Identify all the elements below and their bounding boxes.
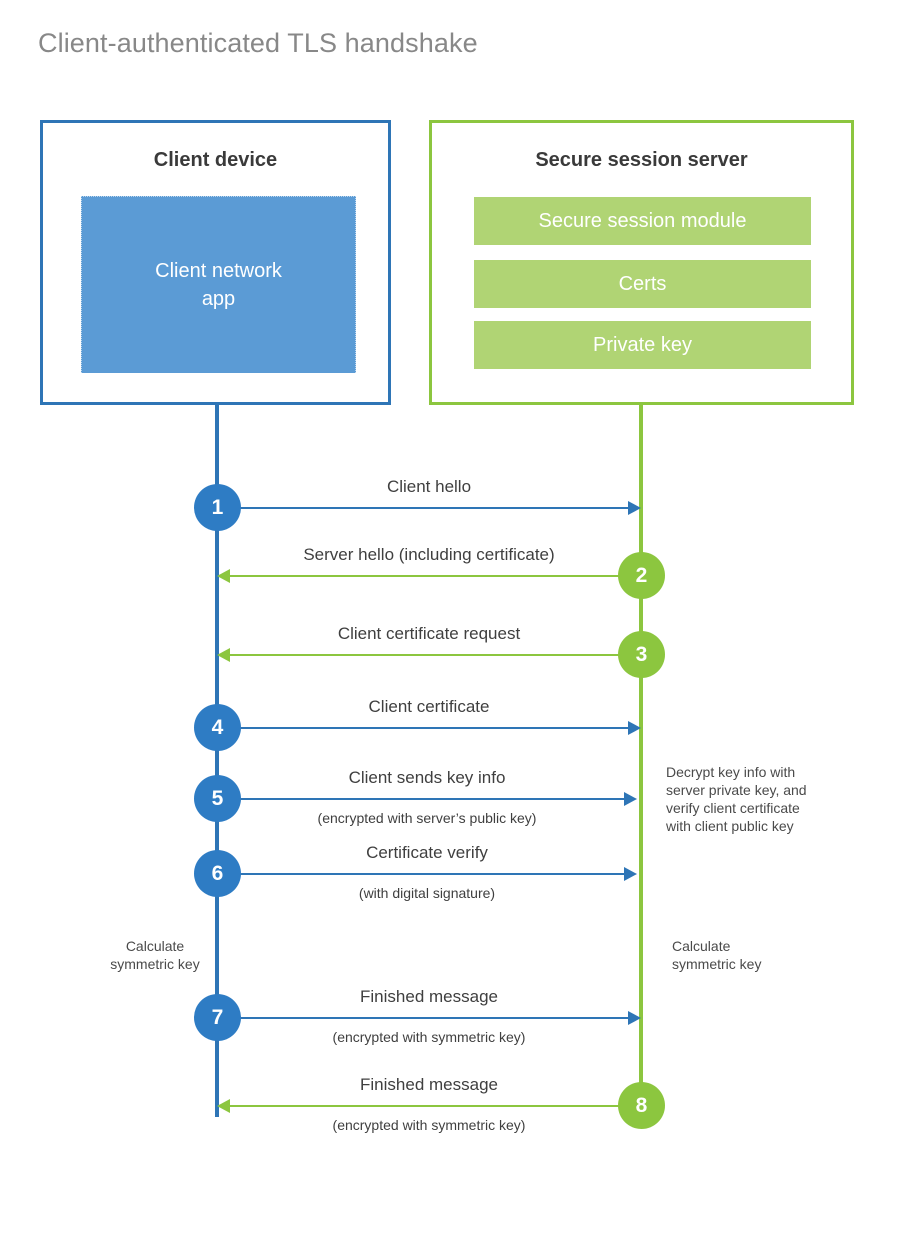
client-lifeline <box>215 405 219 1117</box>
client-device-title: Client device <box>153 149 278 171</box>
message-sublabel-6: (with digital signature) <box>358 885 496 901</box>
message-label-3: Client certificate request <box>337 624 521 643</box>
message-label-6: Certificate verify <box>366 843 488 862</box>
step-number-8[interactable]: 8 <box>618 1082 665 1129</box>
message-label-2: Server hello (including certificate) <box>303 545 555 564</box>
message-sublabel-7: (encrypted with symmetric key) <box>332 1029 526 1045</box>
step-number-1[interactable]: 1 <box>194 484 241 531</box>
client-network-app-label: Client network app <box>155 260 282 310</box>
secure-session-module-block: Secure session module <box>474 197 811 245</box>
certs-label: Certs <box>618 272 667 295</box>
secure-session-server-box: Secure session server Secure session mod… <box>429 120 854 405</box>
message-label-1: Client hello <box>386 477 472 496</box>
step-number-2[interactable]: 2 <box>618 552 665 599</box>
server-decrypt-note: Decrypt key info with server private key… <box>666 764 807 834</box>
step-number-4[interactable]: 4 <box>194 704 241 751</box>
message-label-7: Finished message <box>360 987 498 1006</box>
server-calculate-symmetric-key-note: Calculate symmetric key <box>672 938 762 972</box>
page-title: Client-authenticated TLS handshake <box>38 28 478 58</box>
client-calculate-symmetric-key-note: Calculate symmetric key <box>110 938 200 972</box>
certs-block: Certs <box>474 260 811 308</box>
step-number-5[interactable]: 5 <box>194 775 241 822</box>
client-network-app-block: Client network app <box>81 196 356 373</box>
secure-session-module-label: Secure session module <box>538 209 747 232</box>
message-label-8: Finished message <box>360 1075 498 1094</box>
private-key-block: Private key <box>474 321 811 369</box>
secure-session-server-title: Secure session server <box>535 149 748 171</box>
step-number-3[interactable]: 3 <box>618 631 665 678</box>
server-lifeline <box>639 405 643 1105</box>
message-label-4: Client certificate <box>368 697 490 716</box>
step-number-7[interactable]: 7 <box>194 994 241 1041</box>
message-label-5: Client sends key info <box>348 768 506 787</box>
message-sublabel-8: (encrypted with symmetric key) <box>332 1117 526 1133</box>
client-device-box: Client device Client network app <box>40 120 391 405</box>
private-key-label: Private key <box>593 333 692 356</box>
message-sublabel-5: (encrypted with server’s public key) <box>317 810 537 826</box>
step-number-6[interactable]: 6 <box>194 850 241 897</box>
